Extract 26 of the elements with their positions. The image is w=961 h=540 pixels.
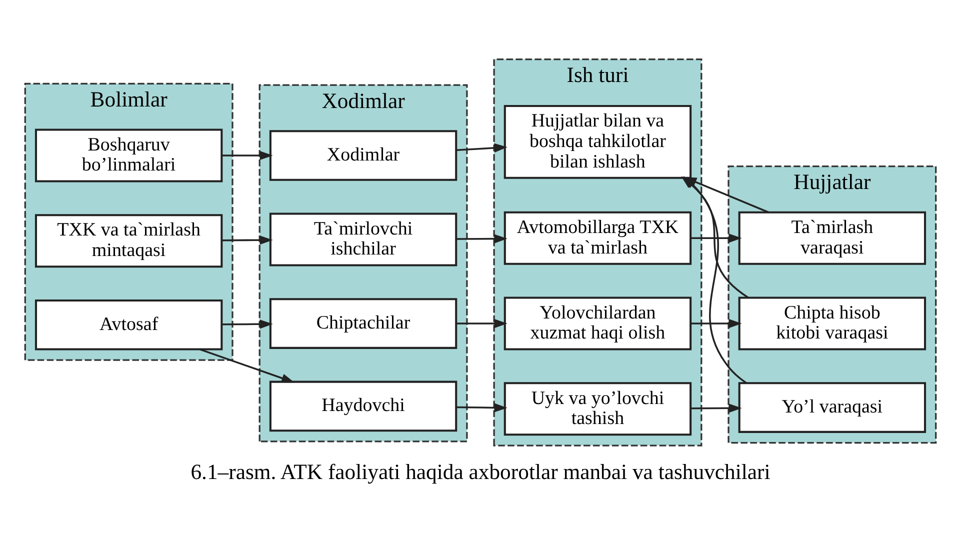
node-box: Yolovchilardan xuzmat haqi olish <box>504 296 692 350</box>
arrow <box>690 234 742 243</box>
node-box: Haydovchi <box>269 380 458 432</box>
arrow <box>456 234 508 244</box>
node-box: Yo’l varaqasi <box>738 382 926 433</box>
arrow <box>690 318 742 328</box>
node-box: Uyk va yo’lovchi tashish <box>504 382 692 436</box>
node-box: Chiptachilar <box>269 298 458 349</box>
arrow <box>199 348 295 383</box>
arrow <box>222 150 273 160</box>
arrow <box>456 318 508 328</box>
node-box: Ta`mirlovchi ishchilar <box>269 212 458 266</box>
caption: 6.1–rasm. ATK faoliyati haqida axborotlar manbai va tashuvchilari <box>190 460 770 484</box>
arrow <box>456 403 508 412</box>
node-box: Chipta hisob kitobi varaqasi <box>738 296 926 350</box>
node-box: Hujjatlar bilan va boshqa tahkilotlar bilan ishlash <box>504 105 692 179</box>
arrow <box>222 236 273 245</box>
arrow <box>456 143 508 152</box>
node-box: Ta`mirlash varaqasi <box>738 211 926 265</box>
node-box: Boshqaruv bo’linmalari <box>34 128 223 182</box>
node-box: Avtomobillarga TXK va ta`mirlash <box>504 211 692 265</box>
node-box: TXK va ta`mirlash mintaqasi <box>34 214 223 268</box>
arrow <box>690 404 742 413</box>
node-box: Xodimlar <box>269 130 458 181</box>
arrow <box>222 320 273 329</box>
node-box: Avtosaf <box>34 299 223 350</box>
